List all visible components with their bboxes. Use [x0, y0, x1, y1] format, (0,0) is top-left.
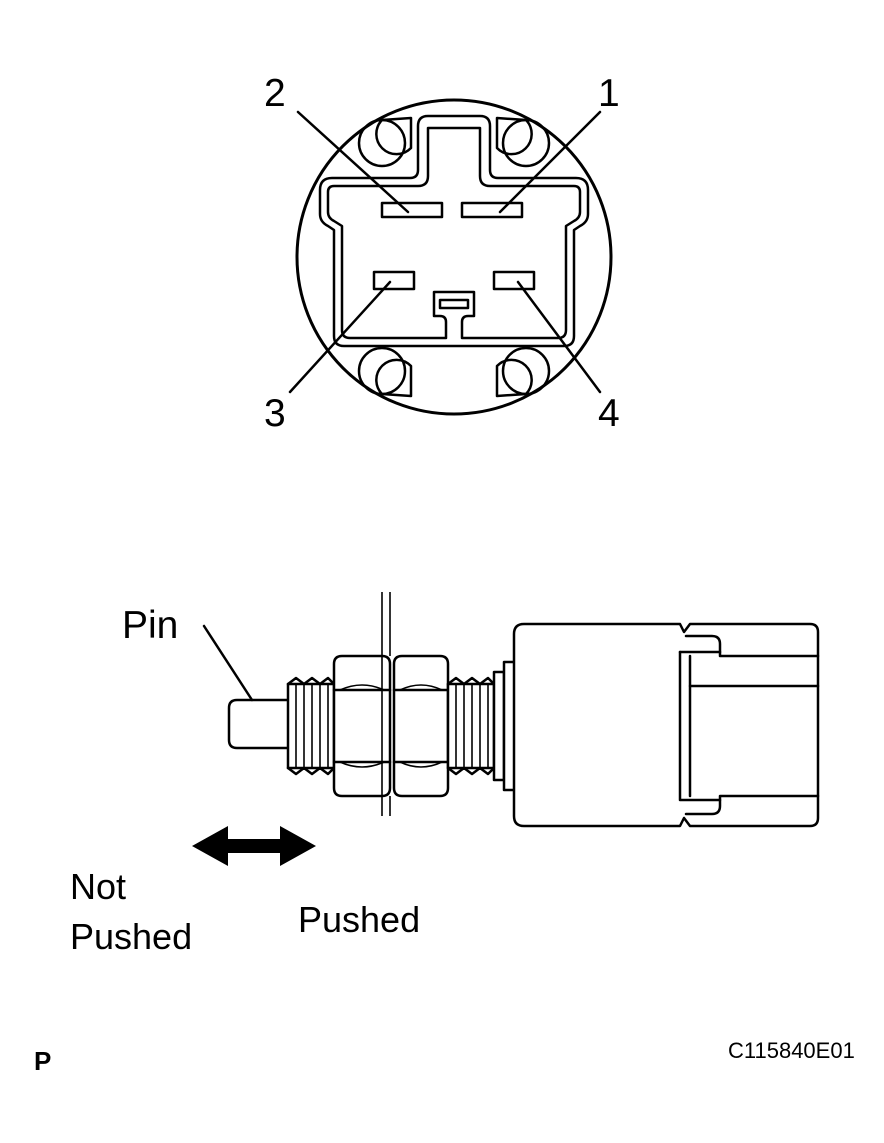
pin-number-1: 1	[598, 72, 620, 115]
leader-line-3	[288, 280, 392, 394]
pin-label: Pin	[122, 604, 178, 647]
pushed-label: Pushed	[298, 899, 420, 940]
connector-mounting-bosses	[357, 116, 551, 398]
terminal-4	[492, 270, 536, 291]
pin-leader-line	[202, 624, 254, 702]
connector-outer-circle	[295, 98, 613, 416]
terminal-2	[380, 201, 444, 219]
terminal-1	[460, 201, 524, 219]
stop-lamp-switch-side-view: Pin Not Pushed Pushed	[70, 592, 820, 957]
connector-front-view: 2 1 3 4	[264, 72, 620, 435]
leader-line-2	[296, 110, 410, 214]
lock-nut-right	[392, 654, 450, 798]
corner-mark: P	[34, 1046, 51, 1076]
switch-body	[512, 622, 820, 828]
threaded-shaft-right	[446, 676, 496, 776]
connector-key-notch	[438, 298, 470, 310]
terminal-3	[372, 270, 416, 291]
switch-flange	[492, 660, 518, 792]
switch-pin	[227, 698, 292, 750]
not-pushed-label-line1: Not	[70, 866, 126, 907]
mounting-bracket	[381, 592, 391, 816]
not-pushed-label-line2: Pushed	[70, 916, 192, 957]
pin-number-3: 3	[264, 392, 286, 435]
threaded-shaft-left	[286, 676, 336, 776]
double-arrow-icon	[192, 826, 316, 866]
pin-number-4: 4	[598, 392, 620, 435]
leader-line-1	[498, 110, 602, 214]
connector-housing-inner	[326, 126, 582, 340]
pin-number-2: 2	[264, 72, 286, 115]
lock-nut-left	[332, 654, 392, 798]
leader-line-4	[516, 280, 602, 394]
figure-code: C115840E01	[728, 1038, 855, 1063]
